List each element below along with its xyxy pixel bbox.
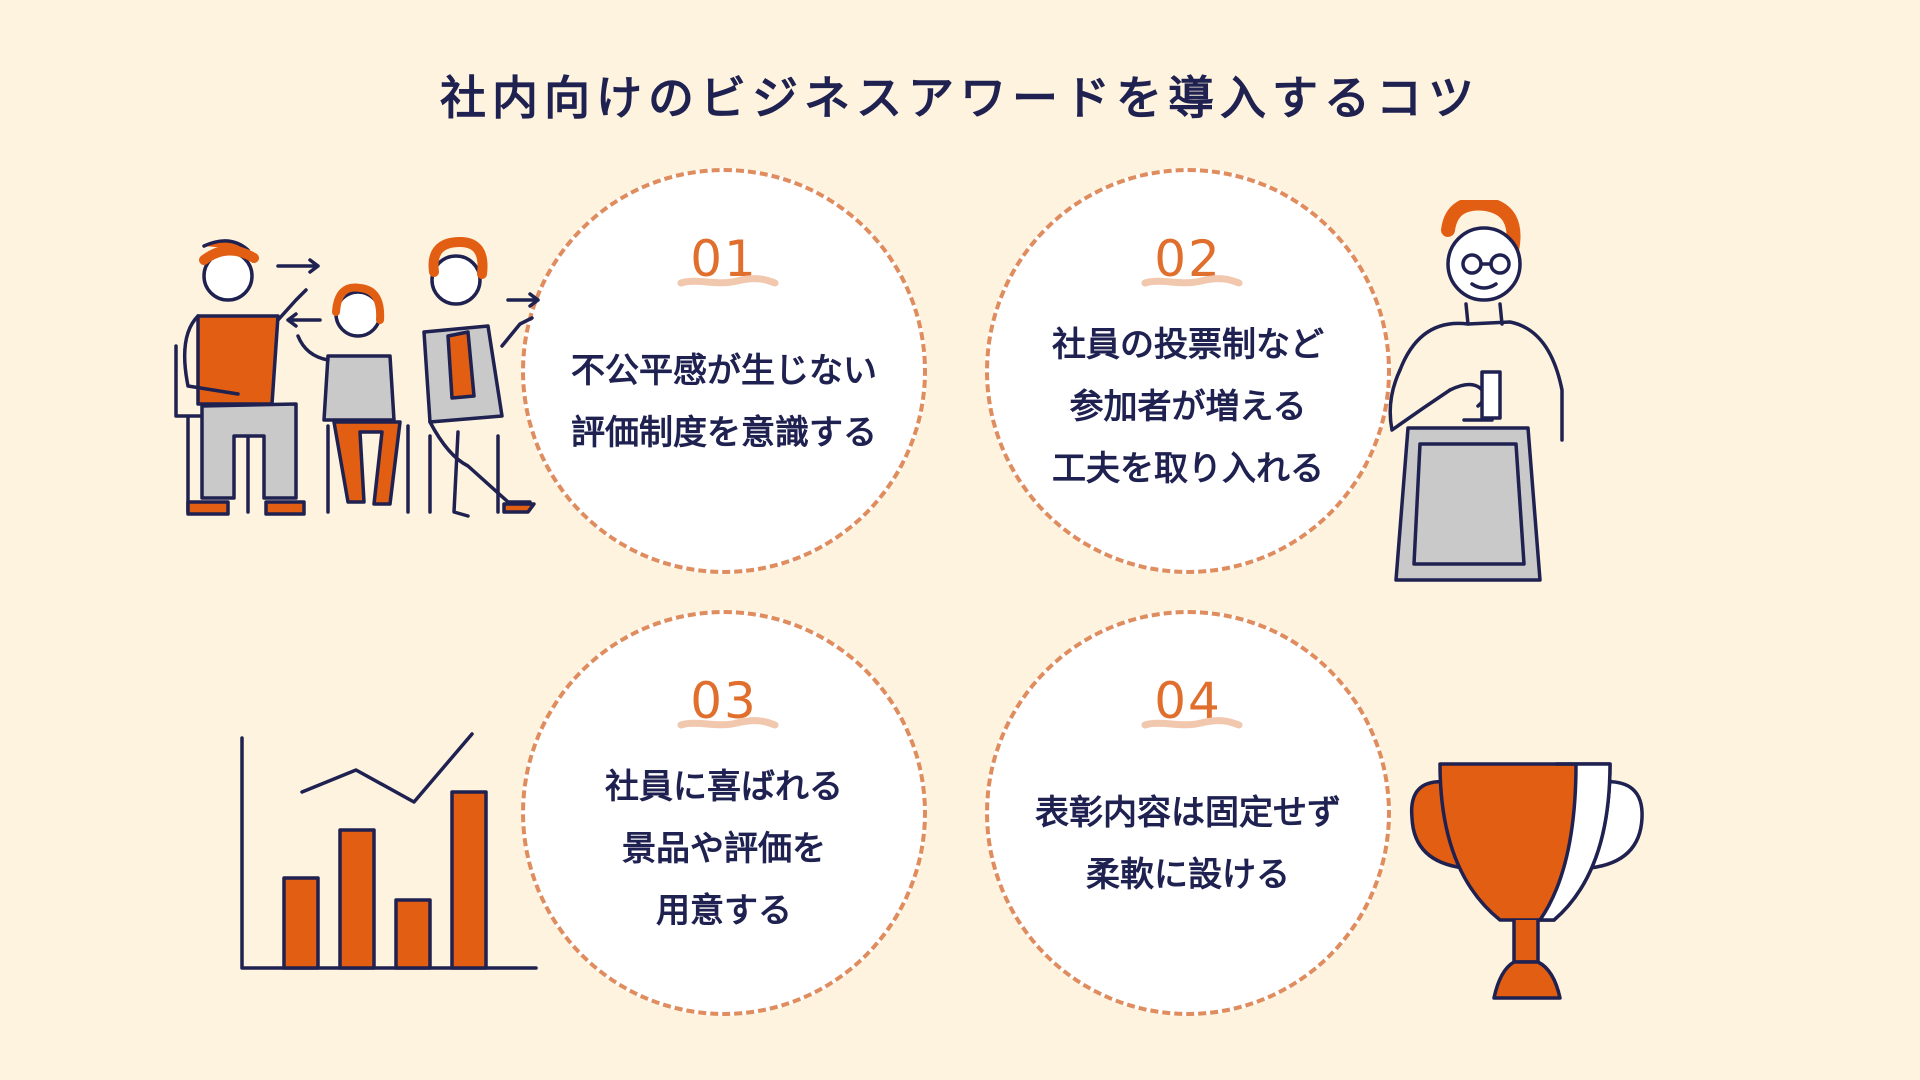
tip-card-04: 04 表彰内容は固定せず 柔軟に設ける bbox=[985, 610, 1391, 1016]
brush-stroke-decoration bbox=[677, 717, 779, 729]
tip-line: 表彰内容は固定せず bbox=[1035, 793, 1341, 833]
bar-chart-illustration bbox=[240, 732, 538, 970]
tip-text: 不公平感が生じない 評価制度を意識する bbox=[545, 340, 903, 464]
tip-line: 社員の投票制など bbox=[1052, 325, 1324, 365]
brush-stroke-decoration bbox=[1141, 275, 1243, 287]
tip-text: 社員に喜ばれる 景品や評価を 用意する bbox=[545, 756, 903, 942]
brush-stroke-decoration bbox=[1141, 717, 1243, 729]
tip-line: 景品や評価を bbox=[622, 829, 826, 869]
trophy-icon bbox=[1409, 762, 1644, 1000]
people-discussing-illustration bbox=[174, 237, 540, 518]
page-title: 社内向けのビジネスアワードを導入するコツ bbox=[440, 71, 1480, 125]
tip-line: 工夫を取り入れる bbox=[1052, 449, 1324, 489]
tip-card-01: 01 不公平感が生じない 評価制度を意識する bbox=[521, 168, 927, 574]
tip-line: 社員に喜ばれる bbox=[605, 767, 843, 807]
brush-stroke-decoration bbox=[677, 275, 779, 287]
tip-text: 表彰内容は固定せず 柔軟に設ける bbox=[1009, 782, 1367, 906]
tip-line: 柔軟に設ける bbox=[1086, 855, 1290, 895]
tip-line: 評価制度を意識する bbox=[571, 413, 877, 453]
tip-text: 社員の投票制など 参加者が増える 工夫を取り入れる bbox=[1009, 314, 1367, 500]
tip-line: 参加者が増える bbox=[1069, 387, 1307, 427]
tip-card-03: 03 社員に喜ばれる 景品や評価を 用意する bbox=[521, 610, 927, 1016]
tip-line: 不公平感が生じない bbox=[571, 351, 877, 391]
voting-person-illustration bbox=[1388, 200, 1564, 582]
tip-card-02: 02 社員の投票制など 参加者が増える 工夫を取り入れる bbox=[985, 168, 1391, 574]
tip-line: 用意する bbox=[656, 891, 792, 931]
